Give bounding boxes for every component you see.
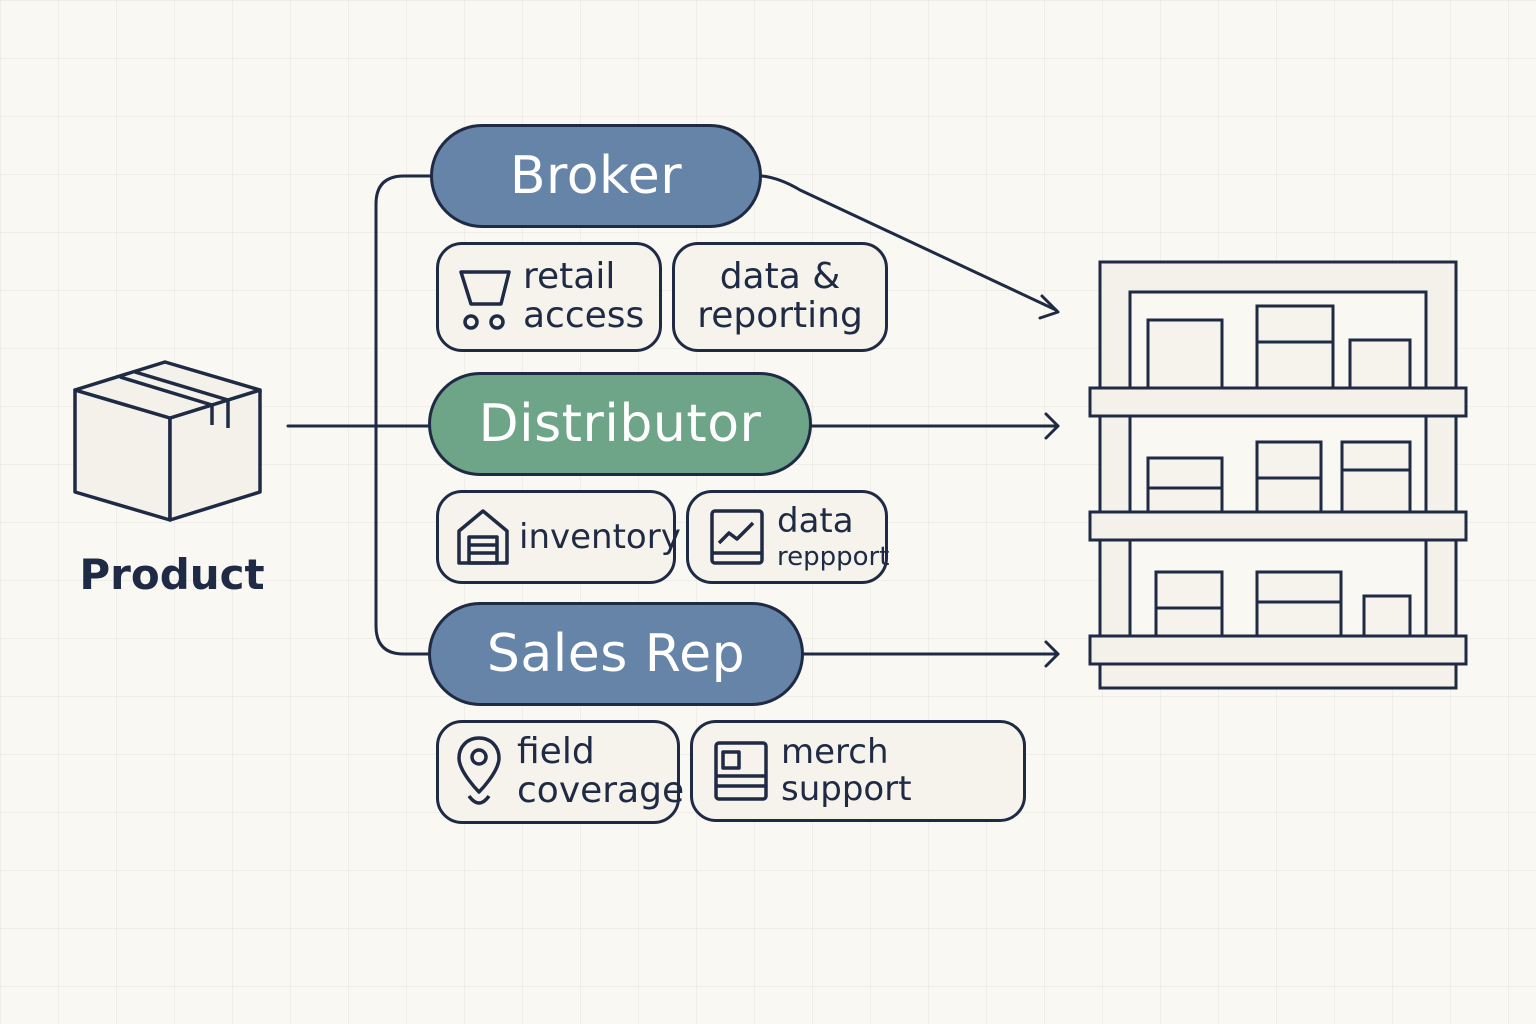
location-pin-icon [457, 736, 501, 805]
product-label: Product [79, 550, 265, 599]
feature-text: retail access [523, 256, 645, 336]
feature-text: data reppport [777, 500, 890, 573]
sales-rep-pill[interactable]: Sales Rep [428, 602, 804, 706]
distributor-label: Distributor [478, 394, 762, 454]
feature-text: merch support [781, 732, 912, 809]
distributor-arrowhead [1044, 412, 1060, 440]
merch-display-icon [714, 741, 768, 801]
feature-field-coverage: field coverage [436, 720, 684, 824]
feature-retail-access: retail access [436, 242, 662, 352]
feature-text: field coverage [517, 731, 685, 811]
box-icon [73, 360, 262, 522]
feature-text: inventory [519, 516, 681, 557]
channel-bracket [374, 174, 434, 656]
feature-text: data & reporting [697, 256, 863, 336]
broker-arrowhead [1038, 294, 1060, 320]
shopping-cart-icon [459, 270, 511, 330]
distributor-pill[interactable]: Distributor [428, 372, 812, 476]
feature-data-report: data reppport [686, 490, 890, 584]
chart-icon [710, 509, 764, 565]
broker-pill[interactable]: Broker [430, 124, 762, 228]
feature-inventory: inventory [436, 490, 681, 584]
feature-data-reporting: data & reporting [672, 242, 888, 352]
sales-rep-label: Sales Rep [486, 624, 746, 684]
feature-merch-support: merch support [690, 720, 1026, 822]
store-shelf-icon [1088, 260, 1468, 690]
sales-rep-arrowhead [1044, 640, 1060, 668]
broker-arrow [760, 174, 1058, 312]
broker-label: Broker [509, 146, 683, 206]
warehouse-icon [457, 509, 509, 565]
